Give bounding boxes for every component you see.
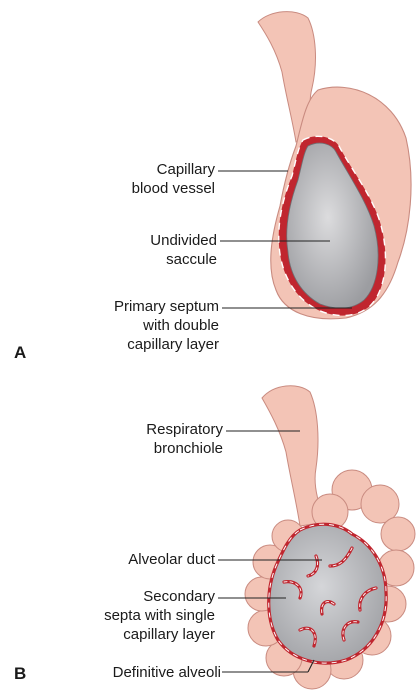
alveolar-duct-label-text: Alveolar duct — [128, 550, 215, 569]
primary-septum-label-line2: with double — [114, 316, 219, 335]
saccule-label-line1: Undivided — [150, 231, 217, 250]
primary-septum-label: Primary septum with double capillary lay… — [114, 297, 219, 354]
secondary-septa-label-line3: capillary layer — [104, 625, 215, 644]
primary-septum-label-line1: Primary septum — [114, 297, 219, 316]
definitive-alveoli-label-text: Definitive alveoli — [113, 663, 221, 682]
respiratory-bronchiole-label-line2: bronchiole — [146, 439, 223, 458]
capillary-label-line2: blood vessel — [132, 179, 215, 198]
secondary-septa-label: Secondary septa with single capillary la… — [104, 587, 215, 644]
alveolar-duct-label: Alveolar duct — [128, 550, 215, 569]
respiratory-bronchiole-label-line1: Respiratory — [146, 420, 223, 439]
panel-letter-a: A — [14, 343, 26, 363]
panel-letter-b: B — [14, 664, 26, 684]
capillary-label-line1: Capillary — [132, 160, 215, 179]
capillary-label: Capillary blood vessel — [132, 160, 215, 198]
secondary-septa-label-line1: Secondary — [104, 587, 215, 606]
respiratory-bronchiole-label: Respiratory bronchiole — [146, 420, 223, 458]
panel-a-illustration — [258, 12, 411, 319]
saccule-label: Undivided saccule — [150, 231, 217, 269]
primary-septum-label-line3: capillary layer — [114, 335, 219, 354]
saccule-label-line2: saccule — [150, 250, 217, 269]
alveolar-lumen-b — [269, 524, 386, 663]
secondary-septa-label-line2: septa with single — [104, 606, 215, 625]
definitive-alveoli-label: Definitive alveoli — [113, 663, 221, 682]
